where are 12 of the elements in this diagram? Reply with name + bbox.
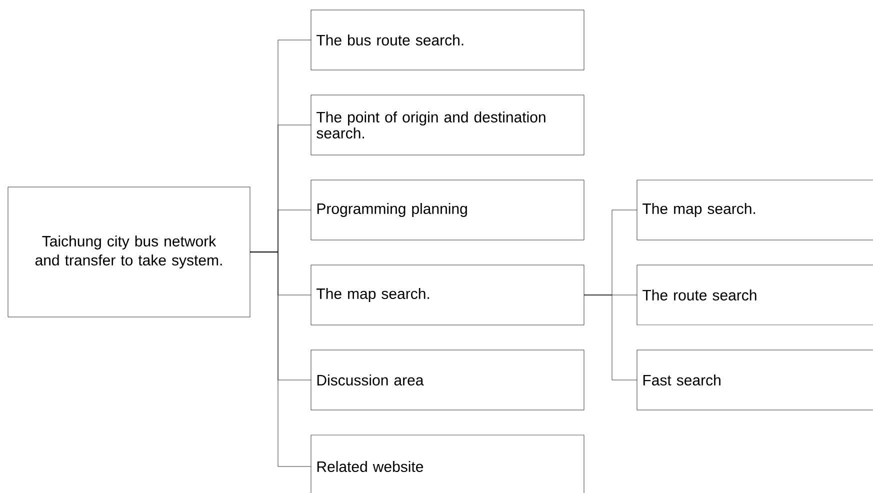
menu-box: The bus route search. xyxy=(310,10,584,70)
menu-box: The map search. xyxy=(636,180,873,240)
menu-box: The route search xyxy=(636,264,873,326)
root-box: Taichung city bus network and transfer to take system. xyxy=(8,186,250,318)
menu-box: Programming planning xyxy=(310,180,584,240)
menu-box: The point of origin and destination search. xyxy=(310,94,584,156)
menu-box: Related website xyxy=(310,434,584,493)
connector-line xyxy=(584,294,638,380)
connector-line xyxy=(250,252,312,467)
menu-box: Fast search xyxy=(636,350,873,410)
menu-box: Discussion area xyxy=(310,350,584,410)
menu-box: The map search. xyxy=(310,264,584,326)
